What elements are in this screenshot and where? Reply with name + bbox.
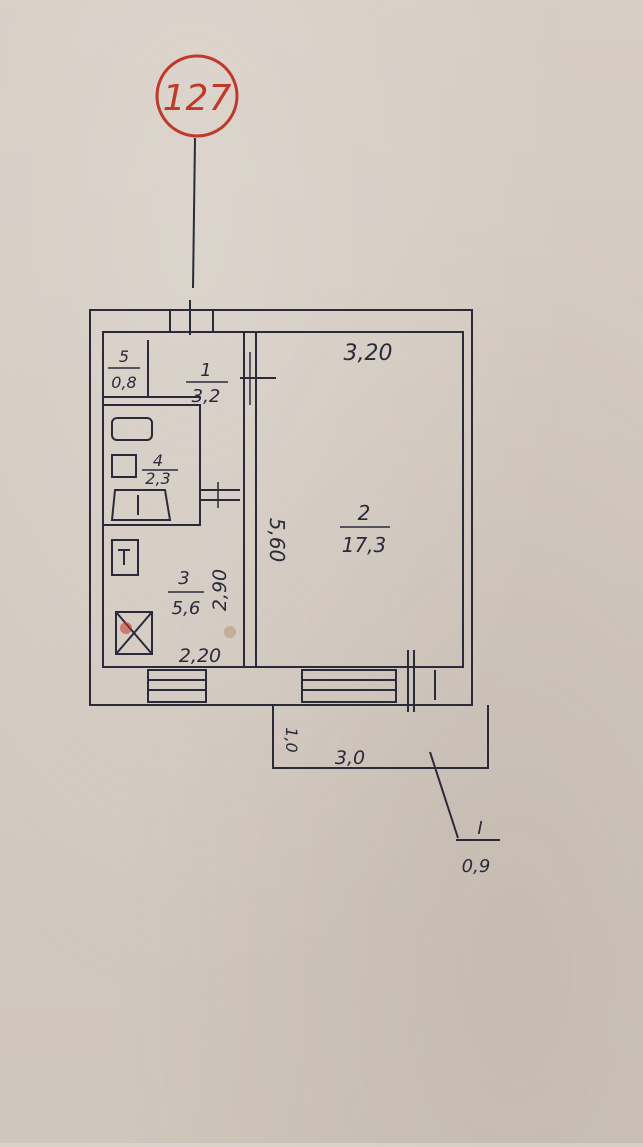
kitchen-window	[147, 669, 207, 703]
svg-text:I: I	[477, 818, 482, 839]
balcony	[272, 705, 500, 841]
room-window	[301, 669, 397, 703]
room-4-label: 4 2,3	[142, 451, 178, 488]
svg-text:5: 5	[119, 347, 129, 366]
stamp-circle	[155, 54, 239, 138]
stamp-number: 127	[163, 78, 232, 119]
windows	[147, 650, 436, 712]
svg-text:2,3: 2,3	[145, 469, 170, 488]
room-5-label: 5 0,8	[108, 347, 140, 392]
kitchen-fixtures	[111, 539, 236, 655]
corridor-length-label: 2,90	[209, 569, 231, 611]
bathtub-icon	[111, 417, 153, 441]
corridor-width-label: 2,20	[179, 645, 221, 667]
stamp: 127	[155, 54, 239, 138]
toilet-room	[103, 340, 200, 398]
entrance-door	[169, 300, 214, 335]
stamp-leader-line	[192, 137, 196, 289]
balcony-depth-label: 1,0	[282, 727, 301, 752]
stove-icon	[115, 611, 153, 655]
room-length-label: 5,60	[265, 518, 289, 563]
overall-width-label: 3,20	[344, 341, 393, 366]
svg-text:0,8: 0,8	[111, 373, 136, 392]
svg-text:2: 2	[358, 501, 371, 525]
shower-icon	[110, 489, 172, 521]
room-3-label: 3 5,6	[168, 568, 204, 619]
room-2-label: 2 17,3	[340, 501, 390, 557]
balcony-label: I 0,9	[462, 818, 491, 877]
svg-text:0,9: 0,9	[462, 856, 491, 877]
bathroom-room	[102, 404, 201, 526]
svg-text:4: 4	[153, 451, 163, 470]
kitchen-sink-icon	[111, 539, 139, 576]
svg-text:1: 1	[200, 360, 211, 381]
sink-icon	[111, 454, 137, 478]
balcony-length-label: 3,0	[335, 747, 365, 769]
stove-mark	[120, 622, 132, 634]
svg-text:3: 3	[178, 568, 189, 589]
svg-text:3,2: 3,2	[192, 386, 221, 407]
room-1-label: 1 3,2	[186, 360, 228, 407]
svg-text:17,3: 17,3	[342, 533, 387, 557]
room-partition	[200, 332, 276, 667]
svg-text:5,6: 5,6	[172, 598, 201, 619]
